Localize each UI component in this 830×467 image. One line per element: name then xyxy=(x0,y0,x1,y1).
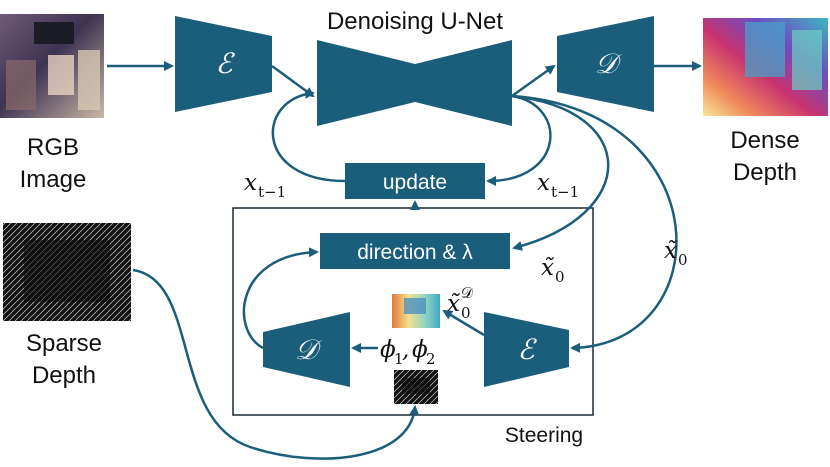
dense-depth-image xyxy=(703,18,828,116)
svg-text:2: 2 xyxy=(426,350,436,368)
decoded-depth-thumbnail xyxy=(392,294,440,328)
svg-text:x̃: x̃ xyxy=(541,255,555,281)
svg-text:x̃: x̃ xyxy=(664,238,678,264)
direction-label: direction & λ xyxy=(357,241,473,264)
arrow-unet-to-update xyxy=(486,94,552,186)
rgb-label-line-2: Image xyxy=(20,166,87,193)
unet-block xyxy=(317,40,512,126)
x0-tilde-decoded: x̃ 0 𝒟 xyxy=(447,284,473,322)
svg-text:𝒟: 𝒟 xyxy=(461,284,473,302)
dense-label-line-2: Depth xyxy=(733,159,797,186)
svg-text:,: , xyxy=(402,337,409,363)
rgb-image xyxy=(0,14,104,118)
x-prev-right: x t−1 xyxy=(537,170,579,201)
unet-title: Denoising U-Net xyxy=(327,8,503,35)
x-prev-left: x t−1 xyxy=(244,170,286,201)
dense-label-line-1: Dense xyxy=(730,127,799,154)
svg-text:ϕ: ϕ xyxy=(412,337,428,363)
arrow-encoder-to-thumbnail xyxy=(442,309,485,337)
sparse-label-line-2: Depth xyxy=(32,362,96,389)
update-label: update xyxy=(383,171,447,194)
arrow-unet-to-encoder xyxy=(511,94,678,353)
svg-text:t−1: t−1 xyxy=(551,183,579,201)
decoder-block-top: 𝒟 xyxy=(557,16,654,112)
svg-text:x̃: x̃ xyxy=(447,291,461,317)
svg-text:x: x xyxy=(244,170,257,196)
sparse-depth-thumbnail xyxy=(394,370,438,404)
decoder-block-steering: 𝒟 xyxy=(263,312,350,387)
sparse-label-line-1: Sparse xyxy=(26,330,102,357)
arrow-encoder-to-unet xyxy=(271,64,315,98)
phi-label: ϕ 1 , ϕ 2 xyxy=(380,337,436,368)
arrow-update-loop-left xyxy=(271,89,346,183)
x0-tilde-outer: x̃ 0 xyxy=(664,238,688,269)
sparse-depth-image xyxy=(3,223,131,321)
arrow-sparse-to-thumbnail xyxy=(132,268,420,460)
svg-text:ϕ: ϕ xyxy=(380,337,396,363)
svg-text:0: 0 xyxy=(555,268,565,286)
rgb-label-line-1: RGB xyxy=(27,134,79,161)
svg-text:x: x xyxy=(537,170,550,196)
svg-text:0: 0 xyxy=(678,251,688,269)
arrow-unet-to-direction xyxy=(511,94,610,251)
arrow-decoder-to-direction xyxy=(242,247,319,350)
encoder-symbol: ℰ xyxy=(216,47,236,80)
arrows xyxy=(107,61,702,460)
update-block: update xyxy=(345,163,485,199)
arrow-unet-to-decoder xyxy=(511,64,556,98)
svg-text:0: 0 xyxy=(461,304,471,322)
encoder-block-top: ℰ xyxy=(175,16,272,112)
steering-label: Steering xyxy=(505,424,583,447)
encoder-symbol-steering: ℰ xyxy=(518,333,538,366)
direction-block: direction & λ xyxy=(320,233,510,269)
encoder-block-steering: ℰ xyxy=(484,312,569,387)
svg-text:1: 1 xyxy=(394,350,404,368)
x0-tilde-inner: x̃ 0 xyxy=(541,255,565,286)
svg-text:t−1: t−1 xyxy=(258,183,286,201)
